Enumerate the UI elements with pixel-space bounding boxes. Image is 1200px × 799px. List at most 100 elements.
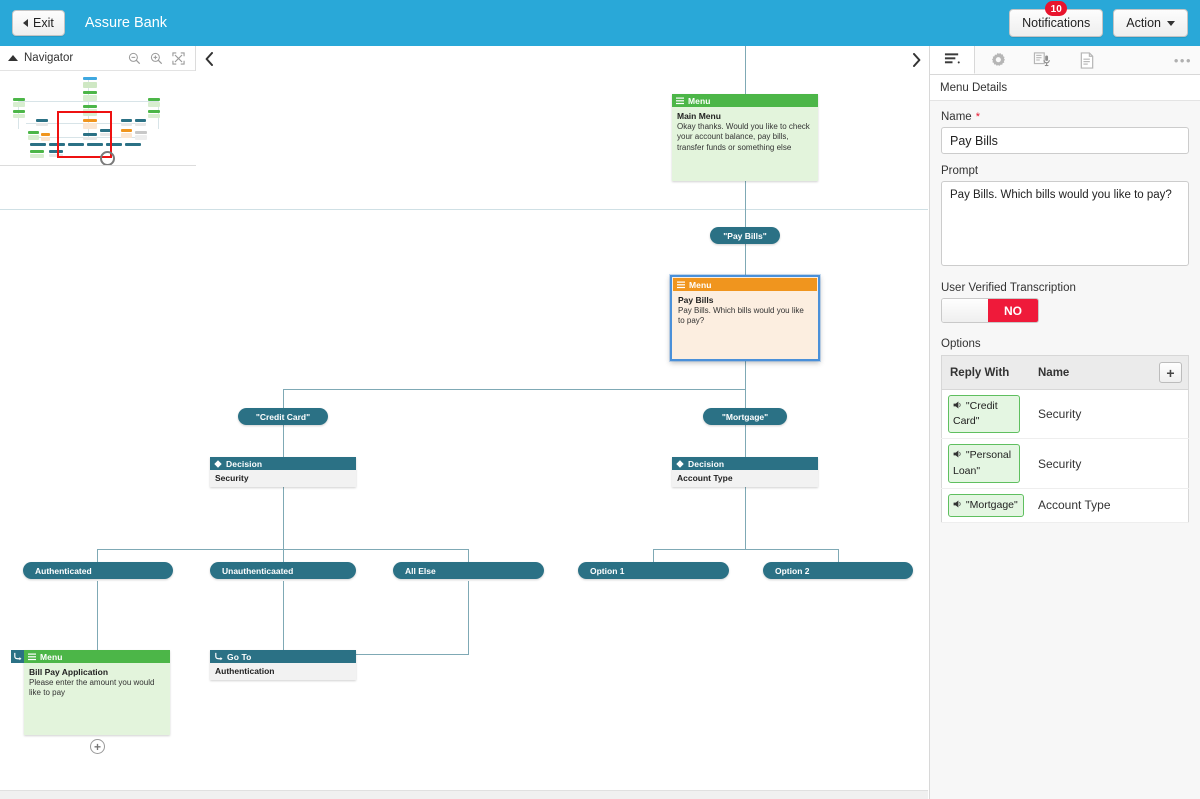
navigator-header: Navigator <box>0 46 195 71</box>
transition-pill-option-2[interactable]: Option 2 <box>763 562 913 579</box>
chevron-up-icon[interactable] <box>8 55 18 61</box>
cell-name[interactable]: Account Type <box>1030 488 1189 524</box>
connector <box>745 389 746 417</box>
minimap-node <box>83 82 97 88</box>
node-name: Account Type <box>677 473 733 483</box>
table-row[interactable]: "Personal Loan" Security <box>941 438 1189 489</box>
minimap-node <box>13 98 25 101</box>
minimap-resize-handle[interactable] <box>100 151 115 165</box>
tab-details[interactable] <box>930 46 975 74</box>
user-verified-transcription-toggle[interactable]: NO <box>941 298 1039 323</box>
node-header: Decision <box>672 457 818 470</box>
options-table-body: "Credit Card" Security "Personal Loan" S… <box>941 389 1189 524</box>
details-list-icon <box>944 53 960 64</box>
speaker-icon <box>953 449 965 461</box>
node-header: Decision <box>210 457 356 470</box>
zoom-in-icon[interactable] <box>150 52 163 65</box>
pill-label: "Pay Bills" <box>723 230 767 241</box>
minimap-node <box>148 110 160 113</box>
minimap-node <box>28 135 39 140</box>
connector <box>653 549 838 550</box>
minimap-viewport-rect[interactable] <box>57 111 112 158</box>
connector <box>97 581 98 658</box>
cell-reply-with[interactable]: "Credit Card" <box>941 389 1030 440</box>
connector <box>468 581 469 654</box>
cell-name[interactable]: Security <box>1030 438 1189 489</box>
navigator-minimap[interactable] <box>0 71 196 165</box>
connector <box>283 549 284 570</box>
tab-settings[interactable] <box>975 46 1020 74</box>
goto-arrow-icon <box>214 652 223 661</box>
table-row[interactable]: "Mortgage" Account Type <box>941 488 1189 524</box>
flow-node-main-menu[interactable]: Menu Main Menu Okay thanks. Would you li… <box>672 94 818 181</box>
cell-name[interactable]: Security <box>1030 389 1189 440</box>
transition-pill-all-else[interactable]: All Else <box>393 562 544 579</box>
options-table: Reply With Name + "Credit Card" <box>941 355 1189 524</box>
node-type-label: Menu <box>40 651 63 662</box>
transition-pill-mortgage[interactable]: "Mortgage" <box>703 408 787 425</box>
navigator-tools <box>128 51 189 65</box>
zoom-out-icon[interactable] <box>128 52 141 65</box>
node-text: Pay Bills. Which bills would you like to… <box>678 306 804 326</box>
action-button[interactable]: Action <box>1113 9 1188 37</box>
expand-right-panel-button[interactable] <box>903 46 929 74</box>
transition-pill-option-1[interactable]: Option 1 <box>578 562 729 579</box>
cell-reply-with[interactable]: "Mortgage" <box>941 488 1030 524</box>
panel-subtitle: Menu Details <box>930 75 1200 101</box>
flow-node-decision-security[interactable]: Decision Security <box>210 457 356 487</box>
reply-with-chip[interactable]: "Mortgage" <box>948 493 1024 518</box>
toggle-off-side[interactable] <box>942 299 988 322</box>
table-row[interactable]: "Credit Card" Security <box>941 389 1189 440</box>
flow-node-goto-authentication[interactable]: Go To Authentication <box>210 650 356 680</box>
fit-screen-icon[interactable] <box>172 51 185 65</box>
toggle-on-side[interactable]: NO <box>988 299 1038 322</box>
flow-node-decision-account-type[interactable]: Decision Account Type <box>672 457 818 487</box>
flow-node-pay-bills[interactable]: Menu Pay Bills Pay Bills. Which bills wo… <box>670 275 820 361</box>
more-ellipsis-icon[interactable]: ••• <box>1173 52 1192 68</box>
connector <box>745 487 746 549</box>
diamond-icon <box>214 459 222 468</box>
menu-lines-icon <box>677 281 685 289</box>
cell-reply-with[interactable]: "Personal Loan" <box>941 438 1030 489</box>
name-input[interactable] <box>941 127 1189 154</box>
add-option-button[interactable]: + <box>1159 362 1182 383</box>
minimap-node <box>83 133 97 136</box>
canvas-horizontal-scrollbar[interactable] <box>0 790 928 799</box>
connector <box>745 46 746 93</box>
tab-document[interactable] <box>1065 46 1110 74</box>
tab-speech-recognition[interactable] <box>1020 46 1065 74</box>
minimap-node <box>83 105 97 108</box>
top-bar: Exit Assure Bank 10 Notifications Action <box>0 0 1200 46</box>
connector <box>97 549 98 570</box>
node-name: Main Menu <box>677 111 721 121</box>
flow-node-bill-pay-application[interactable]: Menu Bill Pay Application Please enter t… <box>11 650 170 735</box>
node-type-label: Menu <box>689 279 712 290</box>
exit-button[interactable]: Exit <box>12 10 65 36</box>
transition-pill-authenticated[interactable]: Authenticated <box>23 562 173 579</box>
node-header: Menu <box>24 650 170 663</box>
transition-pill-unauthenticated[interactable]: Unauthenticaated <box>210 562 356 579</box>
transition-pill-pay-bills[interactable]: "Pay Bills" <box>710 227 780 244</box>
reply-with-chip[interactable]: "Personal Loan" <box>948 444 1020 483</box>
minimap-node <box>83 91 97 94</box>
reply-with-chip[interactable]: "Credit Card" <box>948 395 1020 434</box>
connector <box>653 549 654 570</box>
minimap-node <box>30 154 44 158</box>
collapse-left-panel-button[interactable] <box>198 46 220 72</box>
notifications-button[interactable]: 10 Notifications <box>1009 1 1104 37</box>
plus-icon: + <box>93 739 101 754</box>
goto-return-icon[interactable] <box>11 650 24 663</box>
options-label: Options <box>941 338 981 350</box>
transition-pill-credit-card[interactable]: "Credit Card" <box>238 408 328 425</box>
chevron-right-icon <box>912 53 920 67</box>
add-node-button[interactable]: + <box>90 739 105 754</box>
minimap-node <box>135 119 146 122</box>
minimap-node <box>106 143 122 146</box>
navigator-title: Navigator <box>24 52 74 64</box>
pill-label: Authenticated <box>35 565 92 576</box>
flow-canvas[interactable]: Menu Main Menu Okay thanks. Would you li… <box>0 46 928 790</box>
node-type-label: Go To <box>227 651 252 662</box>
prompt-textarea[interactable] <box>941 181 1189 266</box>
node-body: Account Type <box>672 470 818 487</box>
minimap-node <box>135 131 147 134</box>
